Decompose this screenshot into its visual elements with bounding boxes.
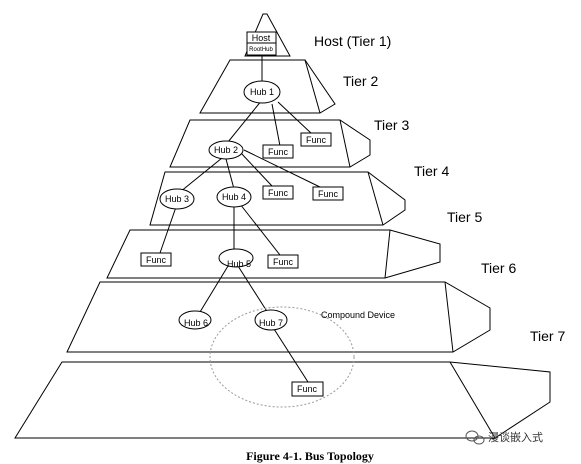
func-label: Func: [318, 189, 339, 199]
func-node: [262, 185, 294, 200]
tier-6-label: Tier 6: [481, 260, 516, 276]
func-label: Func: [273, 257, 294, 267]
hub-1-label: Hub 1: [250, 87, 274, 97]
hub-1-node: [243, 80, 281, 104]
root-hub-label: RootHub: [249, 47, 273, 53]
compound-device-label: Compound Device: [321, 310, 395, 320]
hub-4-node: [216, 186, 252, 208]
host-root-hub-node: [246, 31, 277, 56]
func-label: Func: [306, 135, 327, 145]
hub-2-label: Hub 2: [214, 145, 238, 155]
compound-device-outline: [209, 306, 355, 408]
func-node: [312, 186, 344, 201]
tier-1-label: Host (Tier 1): [314, 33, 391, 49]
func-label: Func: [297, 384, 318, 394]
hub-3-label: Hub 3: [165, 194, 189, 204]
hub-6-node: [178, 310, 212, 330]
func-node: [267, 254, 299, 269]
tier-3-slab: [169, 119, 371, 168]
func-node: [300, 132, 332, 147]
func-label: Func: [268, 188, 289, 198]
hub-7-label: Hub 7: [259, 318, 283, 328]
hub-5-label: Hub 5: [227, 259, 251, 269]
func-node: [291, 381, 324, 397]
tier-5-slab: [106, 229, 441, 279]
hub-2-node: [208, 140, 244, 160]
tier-4-label: Tier 4: [414, 163, 449, 179]
hub-6-label: Hub 6: [184, 318, 208, 328]
watermark-text: 漫谈嵌入式: [488, 430, 543, 444]
hub-4-label: Hub 4: [222, 192, 246, 202]
tier-7-slab: [14, 361, 551, 439]
watermark: 漫谈嵌入式: [465, 430, 543, 445]
func-label: Func: [146, 255, 167, 265]
func-label: Func: [268, 147, 289, 157]
connection-lines: [159, 55, 323, 383]
hub-3-node: [159, 188, 195, 210]
tier-7-label: Tier 7: [530, 328, 565, 344]
hub-7-node: [254, 309, 288, 331]
tier-2-label: Tier 2: [343, 73, 378, 89]
func-node: [262, 144, 294, 159]
tier-5-label: Tier 5: [447, 209, 482, 225]
host-label: Host: [252, 33, 271, 43]
figure-caption: Figure 4-1. Bus Topology: [246, 449, 374, 463]
func-node: [140, 252, 172, 267]
hub-5-node: [218, 248, 254, 268]
tier-3-label: Tier 3: [374, 117, 409, 133]
chat-bubble-icon: [465, 430, 485, 445]
